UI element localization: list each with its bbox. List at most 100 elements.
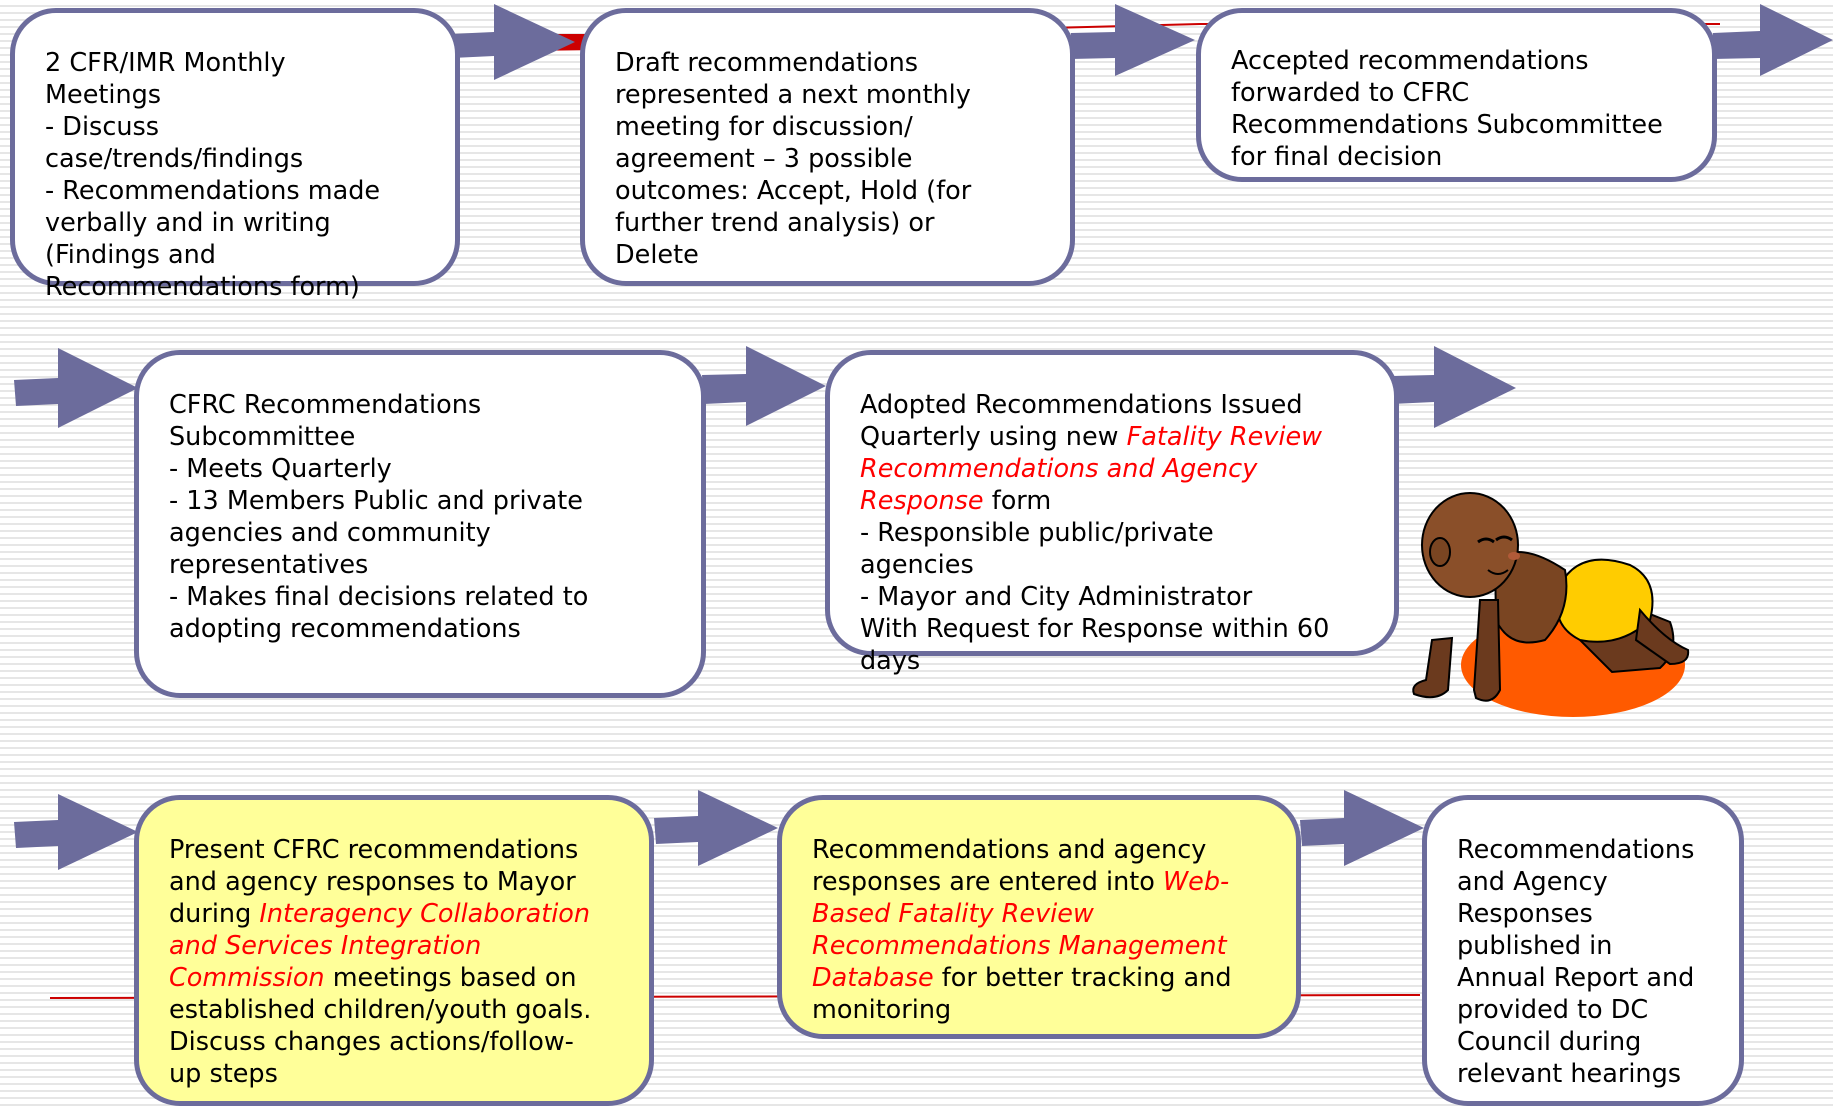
flow-arrow <box>1300 790 1424 866</box>
text-segment: agencies <box>860 550 974 580</box>
text-segment: relevant hearings <box>1457 1059 1682 1089</box>
step-text-line: Annual Report and <box>1457 962 1709 994</box>
text-segment: Subcommittee <box>169 422 356 452</box>
step-text-line: Recommendations Subcommittee <box>1231 109 1682 141</box>
text-segment: - Responsible public/private <box>860 518 1214 548</box>
step-text-line: Quarterly using new Fatality Review <box>860 421 1364 453</box>
emphasized-term: Web- <box>1162 867 1230 897</box>
step-text-line: for final decision <box>1231 141 1682 173</box>
step-text-line: Responses <box>1457 898 1709 930</box>
step-text-line: responses are entered into Web- <box>812 866 1266 898</box>
step-text-line: - Recommendations made <box>45 175 425 207</box>
emphasized-term: Interagency Collaboration <box>259 899 591 929</box>
text-segment: agreement – 3 possible <box>615 144 913 174</box>
text-segment: published in <box>1457 931 1613 961</box>
text-segment: up steps <box>169 1059 278 1089</box>
text-segment: With Request for Response within 60 <box>860 614 1330 644</box>
step-text-line: provided to DC <box>1457 994 1709 1026</box>
step-text-line: relevant hearings <box>1457 1058 1709 1090</box>
text-segment: forwarded to CFRC <box>1231 78 1470 108</box>
step-text-line: adopting recommendations <box>169 613 671 645</box>
text-segment: responses are entered into <box>812 867 1163 897</box>
text-segment: 2 CFR/IMR Monthly <box>45 48 286 78</box>
text-segment: during <box>169 899 260 929</box>
text-segment: Recommendations <box>1457 835 1695 865</box>
step-text-line: outcomes: Accept, Hold (for <box>615 175 1040 207</box>
text-segment: Accepted recommendations <box>1231 46 1589 76</box>
step-text-line: Recommendations Management <box>812 930 1266 962</box>
text-segment: Annual Report and <box>1457 963 1695 993</box>
step-text-line: monitoring <box>812 994 1266 1026</box>
text-segment: CFRC Recommendations <box>169 390 482 420</box>
text-segment: Council during <box>1457 1027 1642 1057</box>
flow-arrow <box>1390 346 1516 428</box>
crawling-baby-illustration <box>1412 492 1690 717</box>
step-text-line: Response form <box>860 485 1364 517</box>
step-text-line: up steps <box>169 1058 619 1090</box>
text-segment: Recommendations and agency <box>812 835 1207 865</box>
emphasized-term: Fatality Review <box>1126 422 1323 452</box>
step-text-line: Accepted recommendations <box>1231 45 1682 77</box>
emphasized-term: Recommendations and Agency <box>860 454 1258 484</box>
step-text-line: agencies and community <box>169 517 671 549</box>
flow-arrow <box>450 4 575 80</box>
flow-arrow <box>14 348 138 428</box>
step-text-line: Meetings <box>45 79 425 111</box>
step-text-line: CFRC Recommendations <box>169 389 671 421</box>
step-text-line: established children/youth goals. <box>169 994 619 1026</box>
text-segment: - Discuss <box>45 112 160 142</box>
text-segment: provided to DC <box>1457 995 1649 1025</box>
emphasized-term: Database <box>812 963 934 993</box>
step-text-line: and Services Integration <box>169 930 619 962</box>
text-segment: form <box>983 486 1052 516</box>
step-text-line: published in <box>1457 930 1709 962</box>
step-text-line: Commission meetings based on <box>169 962 619 994</box>
emphasized-term: Response <box>860 486 984 516</box>
step-text-line: - Discuss <box>45 111 425 143</box>
emphasized-term: Recommendations Management <box>812 931 1227 961</box>
step-text-line: Adopted Recommendations Issued <box>860 389 1364 421</box>
text-segment: - Meets Quarterly <box>169 454 392 484</box>
step-text-line: - 13 Members Public and private <box>169 485 671 517</box>
flow-arrow <box>1071 4 1195 76</box>
text-segment: outcomes: Accept, Hold (for <box>615 176 972 206</box>
text-segment: days <box>860 646 921 676</box>
step-text-line: representatives <box>169 549 671 581</box>
step-text-line: and Agency <box>1457 866 1709 898</box>
step-text-line: forwarded to CFRC <box>1231 77 1682 109</box>
step-text-line: further trend analysis) or <box>615 207 1040 239</box>
step-text-line: Subcommittee <box>169 421 671 453</box>
text-segment: - 13 Members Public and private <box>169 486 583 516</box>
text-segment: Delete <box>615 240 699 270</box>
flow-arrow <box>1713 4 1833 76</box>
step-text-line: Draft recommendations <box>615 47 1040 79</box>
text-segment: Quarterly using new <box>860 422 1127 452</box>
text-segment: meeting for discussion/ <box>615 112 913 142</box>
step-text-line: represented a next monthly <box>615 79 1040 111</box>
flow-arrow <box>654 790 778 866</box>
step-text-line: and agency responses to Mayor <box>169 866 619 898</box>
text-segment: monitoring <box>812 995 952 1025</box>
step-text-line: With Request for Response within 60 <box>860 613 1364 645</box>
step-text-line: Recommendations and agency <box>812 834 1266 866</box>
text-segment: case/trends/findings <box>45 144 304 174</box>
text-segment: for better tracking and <box>933 963 1232 993</box>
step-text-line: verbally and in writing <box>45 207 425 239</box>
step-text-line: case/trends/findings <box>45 143 425 175</box>
text-segment: and agency responses to Mayor <box>169 867 576 897</box>
text-segment: Adopted Recommendations Issued <box>860 390 1303 420</box>
step-text-line: Present CFRC recommendations <box>169 834 619 866</box>
step-text-line: Recommendations and Agency <box>860 453 1364 485</box>
step-text-line: - Responsible public/private <box>860 517 1364 549</box>
step-text-line: Based Fatality Review <box>812 898 1266 930</box>
step-text-line: Recommendations <box>1457 834 1709 866</box>
text-segment: for final decision <box>1231 142 1443 172</box>
text-segment: Recommendations form) <box>45 272 360 302</box>
